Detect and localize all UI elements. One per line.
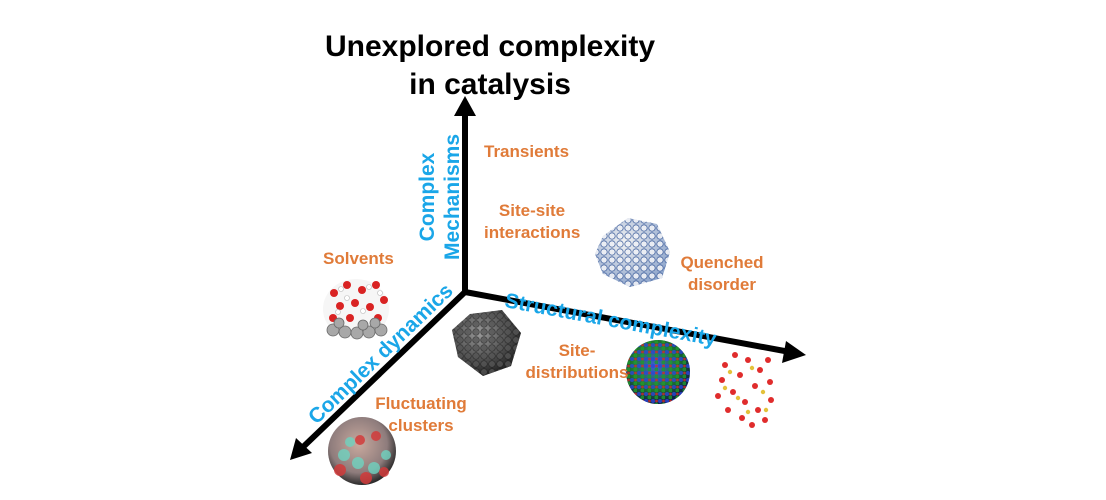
amorphous-structure-image bbox=[715, 352, 774, 428]
vertical-axis-arrowhead bbox=[454, 96, 476, 116]
label-quenched-line-2: disorder bbox=[687, 275, 757, 294]
label-site-distributions: Site- distributions bbox=[522, 340, 632, 384]
label-fluct-line-2: clusters bbox=[388, 416, 454, 435]
alloy-nanoparticle-image bbox=[626, 340, 690, 404]
blue-white-nanoparticle-image bbox=[595, 218, 670, 287]
diagram-title: Unexplored complexity in catalysis bbox=[300, 28, 680, 104]
left-axis-arrowhead bbox=[290, 438, 312, 460]
vertical-axis-label: Complex Mechanisms bbox=[415, 127, 469, 267]
label-site-dist-line-1: Site- bbox=[558, 341, 596, 360]
label-fluctuating-clusters: Fluctuating clusters bbox=[368, 393, 474, 437]
left-axis bbox=[299, 289, 468, 451]
right-axis bbox=[464, 289, 791, 355]
label-fluct-line-1: Fluctuating bbox=[375, 394, 467, 413]
label-site-site-interactions: Site-site interactions bbox=[484, 200, 580, 244]
vertical-axis-label-line-2: Mechanisms bbox=[441, 133, 464, 261]
title-line-1: Unexplored complexity bbox=[324, 30, 656, 63]
title-line-2: in catalysis bbox=[409, 68, 571, 101]
label-site-site-line-1: Site-site bbox=[498, 201, 566, 220]
label-site-dist-line-2: distributions bbox=[525, 363, 629, 382]
solvent-molecules-image bbox=[323, 279, 389, 340]
label-site-site-line-2: interactions bbox=[484, 223, 581, 242]
fluctuating-clusters-image bbox=[328, 417, 396, 485]
label-transients: Transients bbox=[484, 142, 570, 161]
label-quenched-disorder: Quenched disorder bbox=[674, 252, 770, 296]
label-solvents: Solvents bbox=[323, 249, 394, 268]
label-quenched-line-1: Quenched bbox=[680, 253, 764, 272]
grey-nanoparticle-image bbox=[452, 310, 521, 376]
right-axis-arrowhead bbox=[782, 341, 806, 363]
vertical-axis-label-line-1: Complex bbox=[416, 152, 439, 242]
